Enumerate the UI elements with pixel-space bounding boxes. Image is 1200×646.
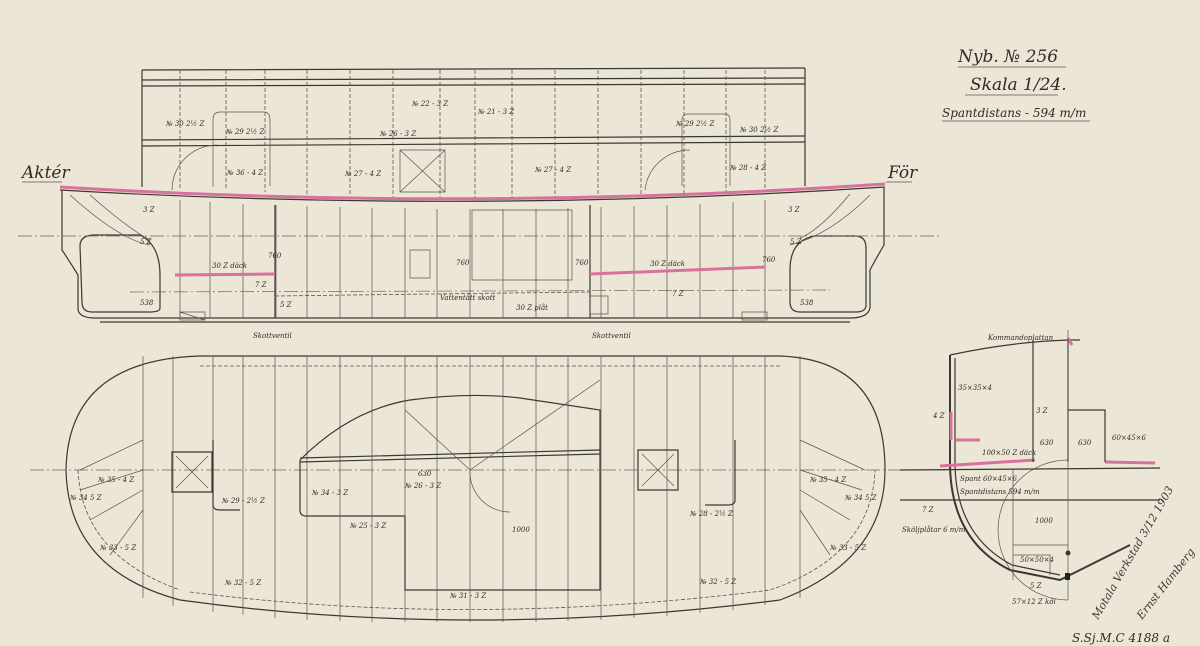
plan-label: № 25 - 3 Z [349,522,386,530]
wash-plates-label: Sköljplåtar 6 m/m [902,525,966,534]
frame-spacing-label: Spantdistans 594 m/m [960,488,1040,496]
profile-label: № 30 2½ Z [165,120,204,128]
platform-label: Kommandoplattan [987,334,1054,342]
plan-label: № 35 - 4 Z [809,476,846,484]
dimension: 760 [575,259,589,267]
profile-view [18,67,940,323]
profile-label: № 36 - 4 Z [226,169,263,177]
midship-section [899,330,1161,601]
plan-label: № 33 - 5 Z [829,544,866,552]
valve-label: Skottventil [592,332,631,340]
plate-note: 3 Z [143,206,155,214]
dimension: 1000 [1035,517,1053,525]
frame-spacing: Spantdistans - 594 m/m [942,106,1086,120]
dimension: 630 [418,470,432,478]
svg-text:Motala Verkstad 3/12 1903: Motala Verkstad 3/12 1903 [1089,484,1176,622]
plan-label: № 28 - 2½ Z [689,510,733,518]
dimension: 760 [762,256,776,264]
angle-label: 35×35×4 [958,384,992,392]
plate-note: 5 Z [280,301,292,309]
plan-label: № 33 - 5 Z [99,544,136,552]
dimension: 630 [1078,439,1092,447]
plate-note: 5 Z [790,238,802,246]
dimension: 760 [456,259,470,267]
archive-stamp: S.Sj.M.C 4188 a [1072,631,1170,645]
frame-label: Spant 60×45×6 [960,475,1018,483]
profile-label: № 28 - 4 Z [729,164,766,172]
keel-bar [1065,573,1070,580]
dimension: 760 [268,252,282,260]
signature: Motala Verkstad 3/12 1903 [1089,484,1176,622]
angle-label: 50×50×4 [1020,556,1054,564]
plan-label: № 26 - 3 Z [404,482,441,490]
deck-note: 30 Z däck [650,260,685,268]
profile-label: № 29 2½ Z [675,120,714,128]
fwd-label: För [887,163,918,183]
profile-label: № 21 - 3 Z [477,108,514,116]
plan-label: № 34 5 Z [69,494,102,502]
plan-label: № 32 - 5 Z [699,578,736,586]
dimension: 538 [800,299,814,307]
plate-note: 5 Z [140,238,152,246]
plate-note: 3 Z [1036,407,1048,415]
plate-note: 7 Z [672,290,684,298]
plan-label: № 34 5 Z [844,494,877,502]
plate-note: 4 Z [932,412,945,420]
bulkhead-note: Vattentätt skott [440,294,496,302]
scale: Skala 1/24. [970,75,1067,95]
plan-label: № 32 - 5 Z [224,579,261,587]
plate-note: 7 Z [922,506,934,514]
aft-label: Aktér [20,163,70,183]
deck-note: 30 Z däck [212,262,247,270]
signature-name: Ernst Hamberg [1134,546,1198,623]
keel-label: 57×12 Z köl [1012,598,1056,606]
plan-label: № 34 - 3 Z [311,489,348,497]
profile-label: № 29 2½ Z [225,128,264,136]
dimension: 1000 [512,526,530,534]
profile-label: № 27 - 4 Z [344,170,381,178]
profile-label: № 30 2½ Z [739,126,778,134]
profile-label: № 26 - 3 Z [379,130,416,138]
plate-note: 7 Z [255,281,267,289]
profile-label: № 22 - 3 Z [411,100,448,108]
plate-note: 3 Z [788,206,800,214]
floor-note: 30 Z plåt [516,303,548,312]
plan-label: № 29 - 2½ Z [221,497,265,505]
drawing-number: Nyb. № 256 [957,47,1058,67]
keel-bolt-icon [1065,550,1071,556]
plan-label: № 35 - 4 Z [97,476,134,484]
valve-label: Skottventil [253,332,292,340]
angle-label: 60×45×6 [1112,434,1147,442]
dimension: 630 [1040,439,1054,447]
dimension: 538 [140,299,154,307]
plan-label: № 31 - 3 Z [449,592,486,600]
plate-note: 5 Z [1030,582,1042,590]
deck-label: 100×50 Z däck [982,449,1036,457]
plan-view [30,355,950,622]
profile-label: № 27 - 4 Z [534,166,571,174]
svg-text:Ernst Hamberg: Ernst Hamberg [1134,546,1198,623]
